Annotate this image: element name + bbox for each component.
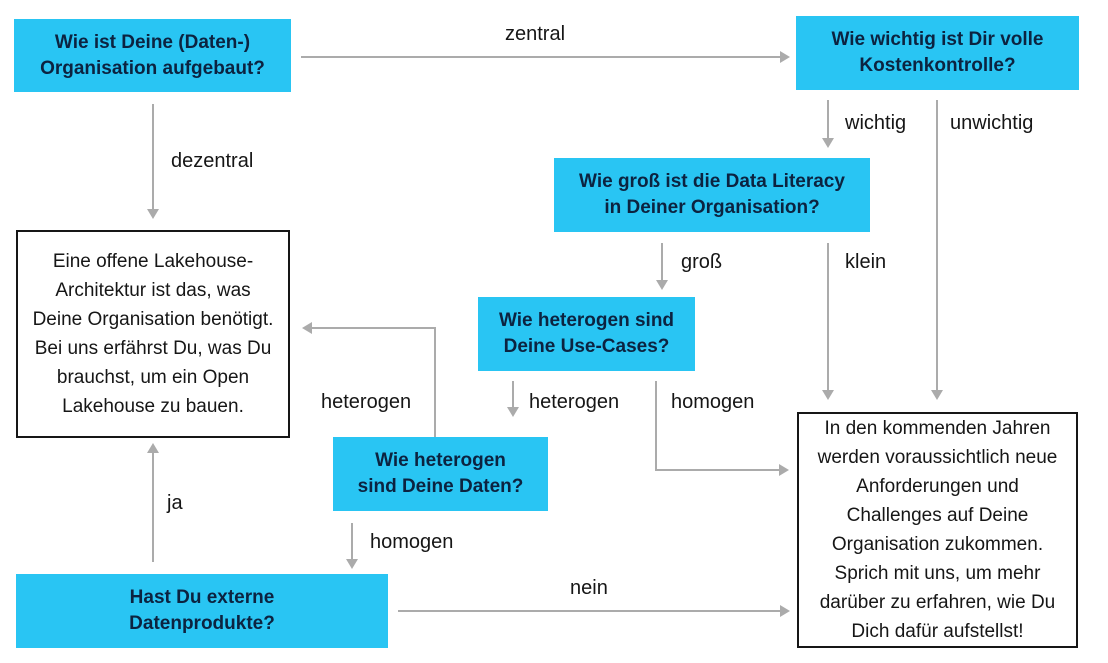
edge-wichtig-line: [827, 100, 829, 139]
arrowhead-down-icon: [147, 209, 159, 219]
arrowhead-up-icon: [147, 443, 159, 453]
edge-label-zentral: zentral: [505, 23, 566, 45]
question-text-line: sind Deine Daten?: [357, 476, 524, 497]
edge-ja-line: [152, 452, 154, 562]
arrowhead-down-icon: [507, 407, 519, 417]
question-node-kostenkontrolle: Wie wichtig ist Dir volle Kostenkontroll…: [796, 16, 1079, 90]
arrowhead-down-icon: [346, 559, 358, 569]
question-text-line: Deine Use-Cases?: [503, 336, 670, 357]
edge-klein-line: [827, 243, 829, 391]
question-text-line: Wie groß ist die Data Literacy: [579, 171, 845, 192]
edge-homogen-usecases-line-vertical: [655, 381, 657, 471]
edge-label-heterogen-usecases: heterogen: [529, 391, 620, 413]
result-node-lakehouse: Eine offene Lakehouse-Architektur ist da…: [16, 230, 290, 438]
edge-label-gross: groß: [681, 251, 723, 273]
question-node-daten: Wie heterogen sind Deine Daten?: [333, 437, 548, 511]
arrowhead-down-icon: [931, 390, 943, 400]
question-node-datenprodukte: Hast Du externe Datenprodukte?: [16, 574, 388, 648]
edge-label-wichtig: wichtig: [845, 112, 907, 134]
edge-homogen-usecases-line-horizontal: [655, 469, 779, 471]
edge-label-ja: ja: [167, 492, 183, 514]
arrowhead-right-icon: [780, 51, 790, 63]
result-text: Eine offene Lakehouse-Architektur ist da…: [32, 251, 274, 417]
question-node-organisation: Wie ist Deine (Daten-) Organisation aufg…: [14, 19, 291, 92]
question-node-data-literacy: Wie groß ist die Data Literacy in Deiner…: [554, 158, 870, 232]
edge-heterogen-usecases-line: [512, 381, 514, 408]
arrowhead-left-icon: [302, 322, 312, 334]
edge-label-homogen-daten: homogen: [370, 531, 454, 553]
edge-label-unwichtig: unwichtig: [950, 112, 1034, 134]
edge-label-homogen-usecases: homogen: [671, 391, 755, 413]
question-text-line: Wie wichtig ist Dir volle: [831, 29, 1044, 50]
arrowhead-right-icon: [780, 605, 790, 617]
edge-label-dezentral: dezentral: [171, 150, 254, 172]
edge-dezentral-line: [152, 104, 154, 210]
edge-label-klein: klein: [845, 251, 887, 273]
edge-zentral-line: [301, 56, 780, 58]
question-text-line: Kostenkontrolle?: [859, 55, 1016, 76]
edge-heterogen-daten-line-horizontal: [312, 327, 436, 329]
arrowhead-down-icon: [822, 138, 834, 148]
arrowhead-down-icon: [656, 280, 668, 290]
edge-label-heterogen-daten: heterogen: [321, 391, 412, 413]
arrowhead-down-icon: [822, 390, 834, 400]
edge-gross-line: [661, 243, 663, 281]
question-text-line: Wie heterogen sind: [498, 310, 675, 331]
question-text-line: Wie heterogen: [375, 450, 506, 471]
arrowhead-right-icon: [779, 464, 789, 476]
edge-heterogen-daten-line-vertical: [434, 327, 436, 437]
question-text-line: in Deiner Organisation?: [604, 197, 820, 218]
edge-nein-line: [398, 610, 780, 612]
edge-unwichtig-line: [936, 100, 938, 391]
result-text: In den kommenden Jahren werden voraussic…: [817, 418, 1058, 642]
question-node-use-cases: Wie heterogen sind Deine Use-Cases?: [478, 297, 695, 371]
edge-homogen-daten-line: [351, 523, 353, 560]
question-text-line: Datenprodukte?: [129, 613, 275, 634]
question-text-line: Wie ist Deine (Daten-): [54, 31, 251, 53]
question-text-line: Hast Du externe: [129, 587, 275, 608]
result-node-zukunft: In den kommenden Jahren werden voraussic…: [797, 412, 1078, 648]
question-text-line: Organisation aufgebaut?: [40, 57, 265, 79]
edge-label-nein: nein: [570, 577, 608, 599]
